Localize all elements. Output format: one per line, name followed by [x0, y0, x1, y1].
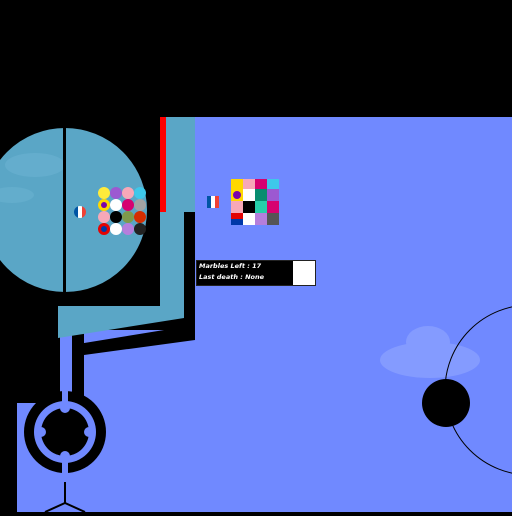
france-flag-icon [207, 196, 219, 208]
spawner-divider [63, 127, 66, 293]
last-death-text: Last death : None [199, 273, 265, 281]
black-hole [422, 379, 470, 427]
marble-cluster-spawner [98, 187, 146, 235]
spawner-highlight [5, 153, 65, 177]
arena-floor [195, 117, 512, 512]
red-barrier [160, 117, 166, 212]
corridor-wall [72, 325, 195, 403]
status-panel: Marbles Left : 17 Last death : None [196, 260, 316, 286]
marbles-left-text: Marbles Left : 17 [199, 262, 262, 270]
spawner-highlight-2 [0, 187, 34, 203]
status-panel-box [293, 261, 315, 285]
spinner-wheel [24, 386, 106, 513]
marble-cluster-arena [231, 179, 279, 225]
spawner-neck [58, 293, 70, 306]
france-flag-icon [74, 206, 86, 218]
zone-inner-wall [184, 212, 195, 325]
